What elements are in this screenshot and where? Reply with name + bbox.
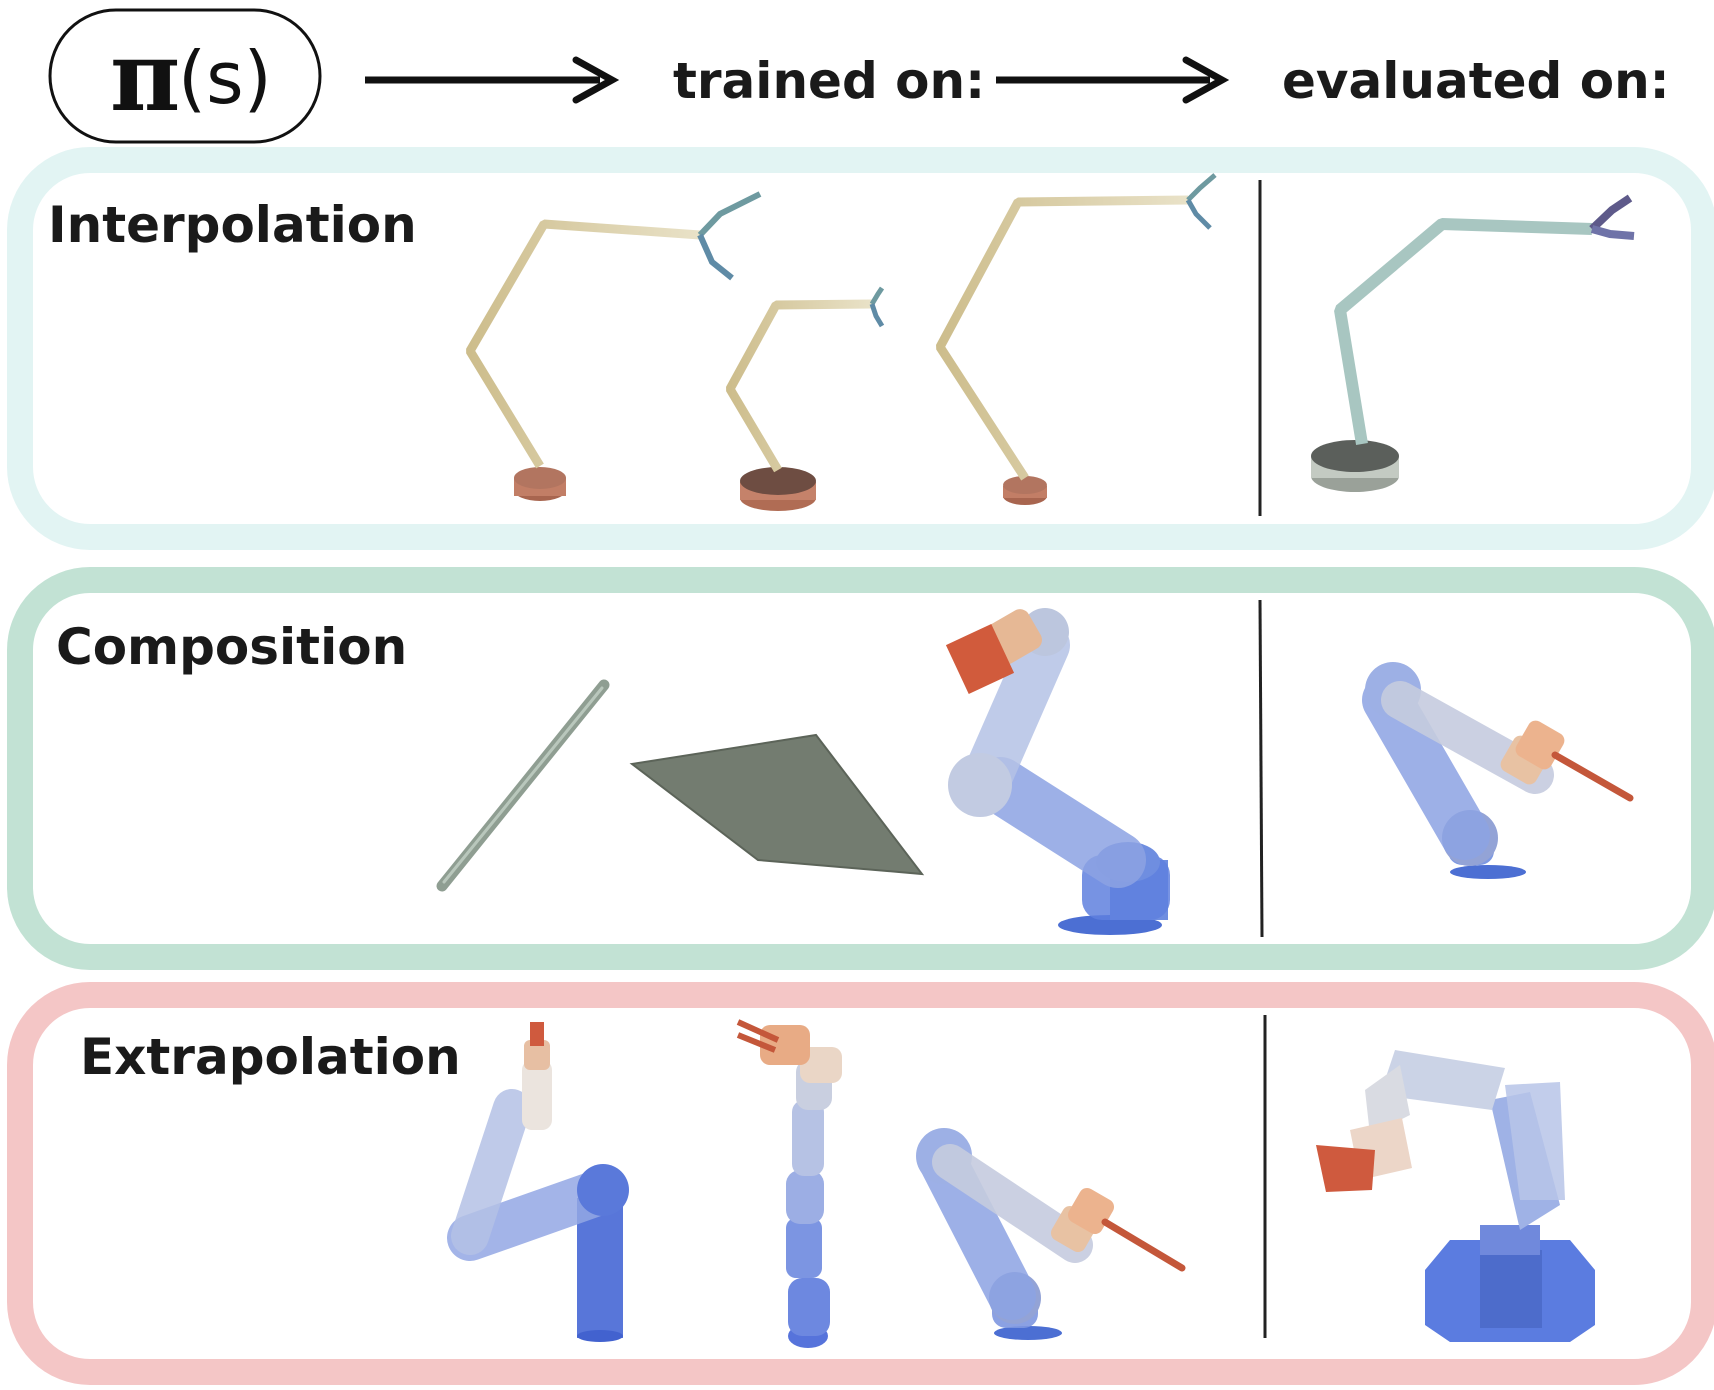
train-robot-e2 — [736, 1019, 842, 1348]
evaluated-on-label: evaluated on: — [1282, 52, 1670, 110]
panel-interpolation-border — [7, 147, 1714, 550]
panel-extrapolation-border — [7, 982, 1714, 1385]
arrow-to-trained — [365, 56, 620, 104]
train-robot-e1 — [447, 1022, 629, 1342]
trained-on-label: trained on: — [673, 52, 985, 110]
panel-interpolation: Interpolation — [7, 147, 1714, 550]
panel-extrapolation: Extrapolation — [7, 982, 1714, 1385]
panel-composition-border — [7, 567, 1714, 970]
arrow-to-evaluated — [996, 56, 1230, 104]
train-robot-e3 — [916, 1128, 1186, 1340]
panel-composition: Composition — [7, 567, 1714, 970]
header: π (s) trained on: evaluated on: — [48, 8, 1670, 144]
train-arm-2 — [726, 286, 885, 511]
train-arm-3 — [936, 173, 1217, 505]
eval-arm-interpolation — [1311, 194, 1635, 492]
train-plane — [629, 733, 925, 876]
panel-composition-title: Composition — [56, 618, 407, 676]
eval-robot-arm-extrapolation — [1316, 1050, 1595, 1342]
train-arm-1 — [466, 191, 762, 501]
eval-robot-arm-composition — [1362, 662, 1634, 879]
train-rod — [436, 679, 610, 892]
panel-interpolation-title: Interpolation — [48, 196, 417, 254]
panel-extrapolation-title: Extrapolation — [80, 1028, 461, 1086]
policy-symbol: π — [110, 20, 180, 133]
policy-argument: (s) — [178, 36, 272, 120]
policy-box — [48, 8, 322, 144]
train-robot-arm-composition — [945, 608, 1170, 935]
panel-composition-divider — [1258, 599, 1264, 938]
